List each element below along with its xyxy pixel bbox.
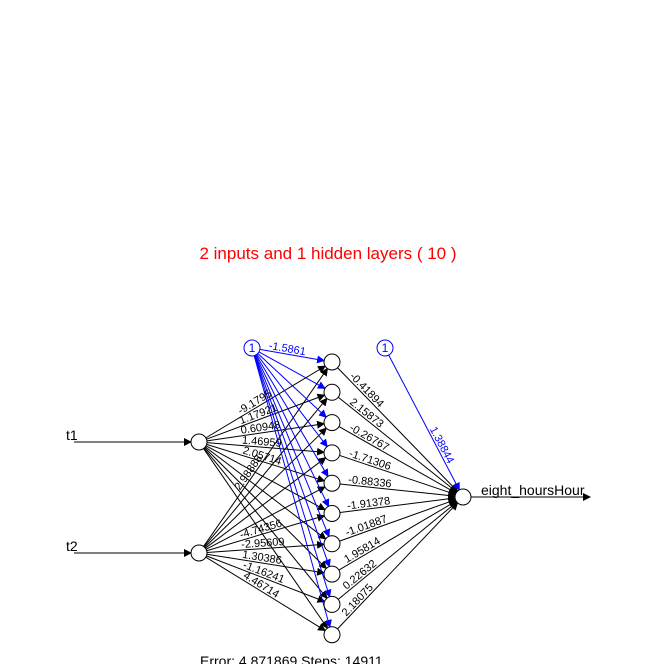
edge-bias-hidden4 — [256, 354, 328, 448]
edge-bias-hidden6 — [255, 354, 330, 508]
weight-t1-hidden3: 0.60948 — [240, 419, 281, 437]
edge-bias-hidden10 — [253, 355, 332, 628]
plot-title: 2 inputs and 1 hidden layers ( 10 ) — [199, 244, 456, 263]
edge-input1-hidden9 — [203, 447, 328, 599]
edge-input2-hidden1 — [203, 367, 328, 547]
edge-input1-hidden4 — [206, 442, 326, 456]
edge-hidden5-output — [339, 483, 457, 500]
hidden-node-6 — [323, 505, 341, 522]
hidden-node-3 — [323, 414, 341, 432]
edge-input1-hidden1 — [205, 365, 327, 439]
hidden-node-10 — [323, 626, 341, 644]
edge-input1-hidden5 — [206, 443, 326, 483]
bias-node-output — [376, 339, 394, 357]
weight-t2-hidden1: 2.98888 — [233, 453, 266, 492]
edge-input2-hidden2 — [203, 397, 328, 548]
edge-input2-hidden10 — [205, 556, 327, 632]
weight-bias-output: 1.38844 — [427, 425, 456, 466]
edge-input1-hidden8 — [204, 447, 328, 570]
edge-input1-hidden3 — [206, 420, 326, 442]
edge-bias-hidden8 — [254, 355, 331, 568]
error-steps-footer: Error: 4.871869 Steps: 14911 — [200, 653, 383, 664]
edge-bias-hidden2 — [258, 351, 326, 389]
weight-t2-hidden7: -2.95609 — [241, 536, 285, 551]
hidden-node-7 — [323, 535, 341, 553]
bias-label-hidden: 1 — [249, 341, 256, 355]
edge-bias-hidden9 — [253, 355, 332, 598]
hidden-node-5 — [323, 474, 341, 492]
edge-input2-hidden3 — [204, 427, 328, 548]
edge-input1-hidden10 — [203, 448, 329, 629]
bias-label-output: 1 — [382, 341, 389, 355]
weight-hidden8-output: 1.95814 — [342, 535, 382, 566]
edge-input1-hidden7 — [205, 446, 327, 540]
input-node-1 — [190, 433, 208, 451]
edge-bias-hidden5 — [255, 354, 329, 478]
edge-hidden7-output — [339, 498, 457, 542]
bias-node-hidden — [243, 339, 261, 357]
input-label-t2: t2 — [66, 538, 78, 554]
weight-bias-hidden1: -1.5861 — [268, 340, 307, 358]
edge-hidden2-output — [337, 396, 458, 493]
edge-bias-hidden7 — [254, 355, 331, 538]
edge-hidden4-output — [339, 454, 457, 497]
edge-input1-hidden2 — [206, 393, 326, 440]
edge-hidden8-output — [338, 500, 457, 571]
edge-input2-hidden4 — [205, 457, 327, 549]
edge-hidden10-output — [337, 502, 459, 630]
weight-hidden5-output: -0.88336 — [348, 474, 392, 490]
edge-hidden9-output — [337, 501, 458, 600]
hidden-node-2 — [323, 383, 341, 401]
input-label-t1: t1 — [66, 427, 78, 443]
edge-bias-hidden3 — [257, 353, 327, 418]
edge-hidden3-output — [338, 426, 457, 494]
output-node — [454, 488, 472, 506]
edge-input2-hidden6 — [206, 513, 326, 552]
edge-hidden6-output — [339, 494, 457, 513]
edge-input2-hidden7 — [206, 540, 326, 553]
weight-hidden6-output: -1.91378 — [346, 495, 391, 512]
output-label: eight_hoursHour — [481, 482, 585, 498]
connections — [74, 348, 591, 632]
edge-hidden1-output — [337, 367, 459, 492]
hidden-node-8 — [323, 565, 341, 583]
weight-hidden7-output: -1.01887 — [344, 513, 389, 539]
edge-bias-output — [388, 354, 460, 491]
hidden-node-9 — [323, 595, 341, 613]
hidden-node-1 — [323, 353, 341, 371]
edge-input2-hidden9 — [206, 555, 326, 603]
edge-bias-hidden1 — [259, 348, 326, 364]
input-node-2 — [190, 544, 208, 562]
weight-t1-hidden4: 1.46959 — [241, 435, 282, 450]
edge-input2-hidden8 — [206, 553, 326, 576]
hidden-node-4 — [323, 444, 341, 462]
